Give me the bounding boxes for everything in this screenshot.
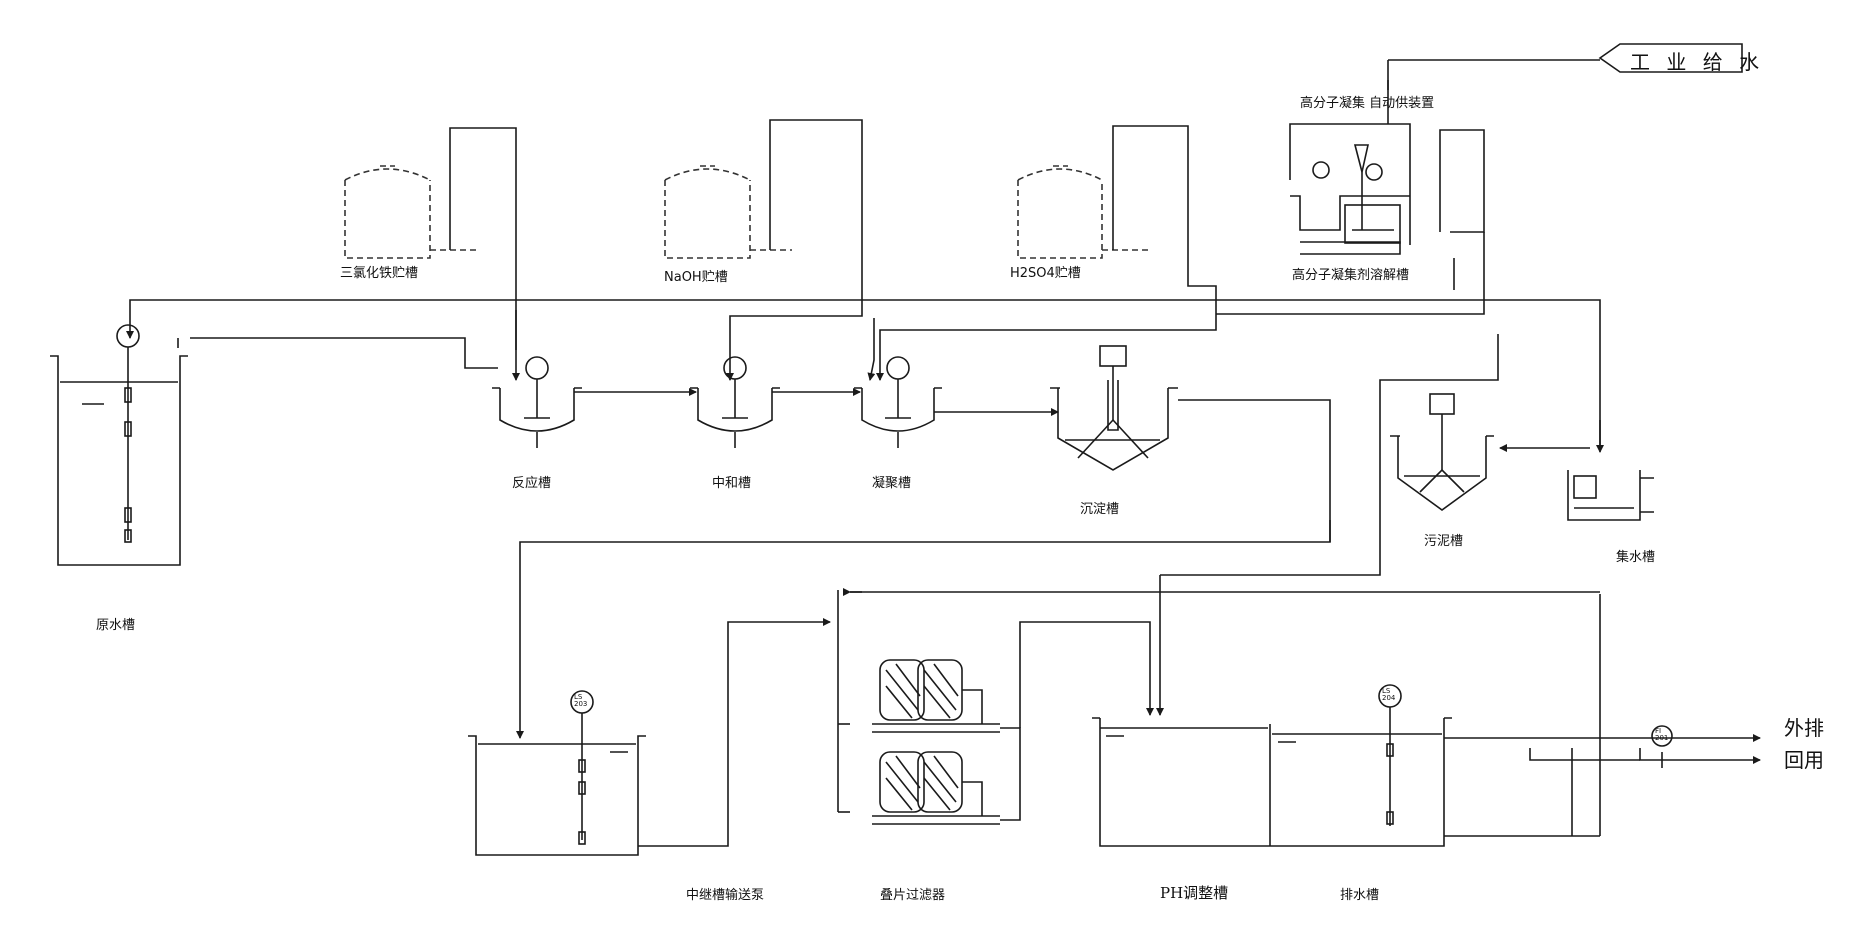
discharge-label: 外排 — [1784, 716, 1824, 740]
sludge-tank — [1390, 393, 1494, 511]
ph-adjust-drain-tank — [1092, 684, 1452, 847]
relay-tank — [468, 690, 646, 856]
sludge-tank-label: 污泥槽 — [1424, 534, 1464, 549]
polymer-supply-label: 高分子凝集 自动供装置 — [1300, 96, 1435, 111]
ls-drain-tag: LS 204 — [1382, 687, 1396, 702]
ls-relay-tag: LS 203 — [574, 693, 588, 708]
collection-tank-label: 集水槽 — [1616, 550, 1656, 565]
naoh-storage-tank — [664, 165, 751, 259]
ferric-chloride-tank-label: 三氯化铁贮槽 — [340, 266, 419, 281]
sedimentation-tank-label: 沉淀槽 — [1080, 502, 1120, 517]
collection-tank — [1567, 470, 1654, 521]
coagulation-tank-label: 凝聚槽 — [872, 476, 912, 491]
neutralization-tank-label: 中和槽 — [712, 476, 752, 491]
coagulation-tank — [854, 356, 942, 448]
polymer-dosing-unit — [1216, 59, 1600, 315]
ph-tank-label: PH调整槽 — [1160, 884, 1229, 902]
polymer-tank-label: 高分子凝集剂溶解槽 — [1292, 268, 1410, 283]
disc-filter-bank — [837, 588, 1600, 825]
neutralization-tank — [690, 356, 780, 448]
industrial-water-tag-box — [1598, 43, 1743, 73]
fi-tag: FI 201 — [1655, 727, 1669, 742]
drain-tank-label: 排水槽 — [1340, 888, 1380, 903]
raw-water-tank — [50, 324, 188, 566]
h2so4-tank-label: H2SO4贮槽 — [1010, 266, 1081, 281]
naoh-tank-label: NaOH贮槽 — [664, 270, 728, 285]
reaction-tank-label: 反应槽 — [512, 476, 552, 491]
disc-filter-label: 叠片过滤器 — [880, 888, 946, 903]
sedimentation-tank — [1050, 345, 1178, 471]
reaction-tank — [492, 356, 582, 448]
ferric-chloride-storage-tank — [344, 165, 431, 259]
h2so4-storage-tank — [1017, 165, 1103, 259]
industrial-water-label: 工 业 给 水 — [1630, 50, 1765, 74]
raw-tank-label: 原水槽 — [96, 618, 136, 633]
relay-pump-label: 中继槽输送泵 — [686, 888, 765, 903]
reuse-label: 回用 — [1784, 748, 1824, 772]
